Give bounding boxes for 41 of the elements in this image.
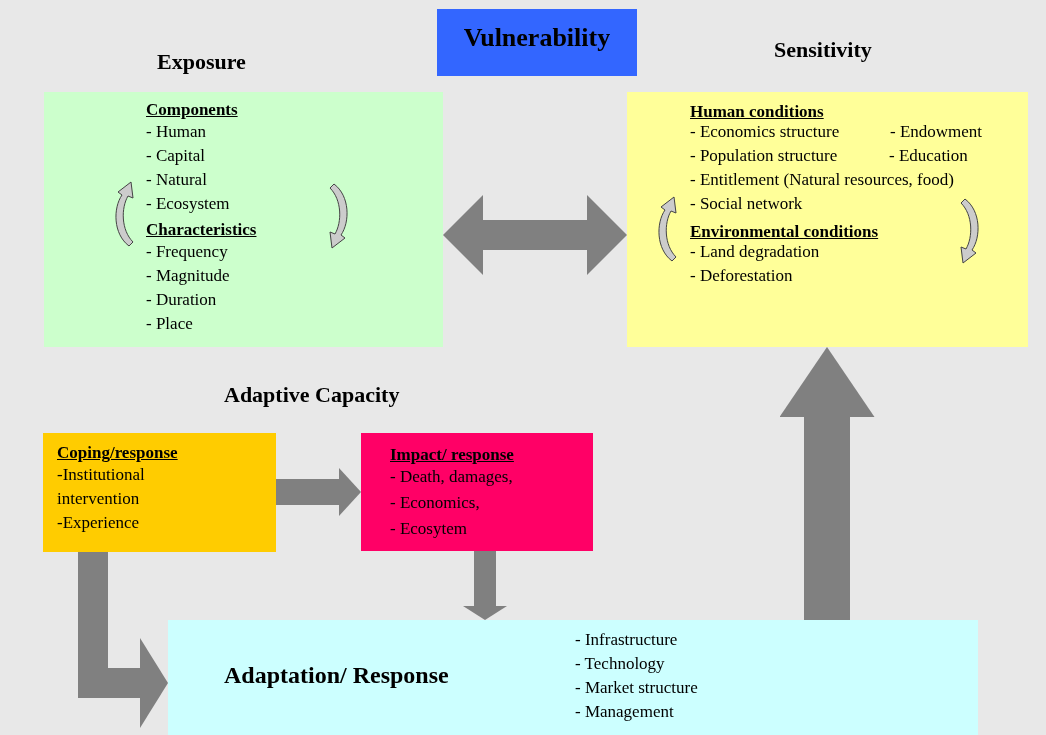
section-heading: Characteristics	[146, 220, 257, 240]
list-item: - Magnitude	[146, 265, 230, 287]
section-heading: Adaptive Capacity	[224, 382, 400, 408]
list-item: - Capital	[146, 145, 205, 167]
list-item: - Frequency	[146, 241, 228, 263]
section-heading: Impact/ response	[390, 445, 514, 465]
list-item: - Human	[146, 121, 206, 143]
list-item: -Institutional intervention	[57, 464, 146, 510]
block-arrow	[276, 468, 361, 516]
list-item: - Economics,	[390, 492, 480, 514]
list-item: - Land degradation	[690, 241, 820, 263]
list-item: - Ecosytem	[390, 518, 467, 540]
list-item: - Technology	[575, 653, 665, 675]
block-arrow	[443, 195, 627, 275]
list-item: - Market structure	[575, 677, 698, 699]
section-heading: Coping/response	[57, 443, 178, 463]
list-item: - Entitlement (Natural resources, food)	[690, 169, 954, 191]
section-heading: Environmental conditions	[690, 222, 879, 242]
section-heading: Components	[146, 100, 238, 120]
list-item: - Place	[146, 313, 193, 335]
block-arrow	[463, 551, 507, 620]
list-item: - Population structure	[690, 145, 838, 167]
list-item: - Duration	[146, 289, 217, 311]
list-item: - Economics structure	[690, 121, 840, 143]
list-item: - Endowment	[890, 121, 983, 143]
block-arrow	[779, 347, 875, 620]
list-item: - Deforestation	[690, 265, 793, 287]
title-text: Adaptation/ Response	[224, 662, 449, 689]
list-item: - Education	[889, 145, 968, 167]
list-item: - Infrastructure	[575, 629, 678, 651]
heading: Exposure	[157, 49, 246, 75]
list-item: -Experience	[57, 512, 140, 534]
list-item: - Social network	[690, 193, 803, 215]
heading: Sensitivity	[774, 37, 872, 63]
list-item: - Ecosystem	[146, 193, 230, 215]
list-item: - Management	[575, 701, 674, 723]
title-text: Vulnerability	[462, 23, 612, 53]
list-item: - Natural	[146, 169, 207, 191]
section-heading: Human conditions	[690, 102, 824, 122]
list-item: - Death, damages,	[390, 466, 513, 488]
block-arrow	[78, 552, 168, 728]
